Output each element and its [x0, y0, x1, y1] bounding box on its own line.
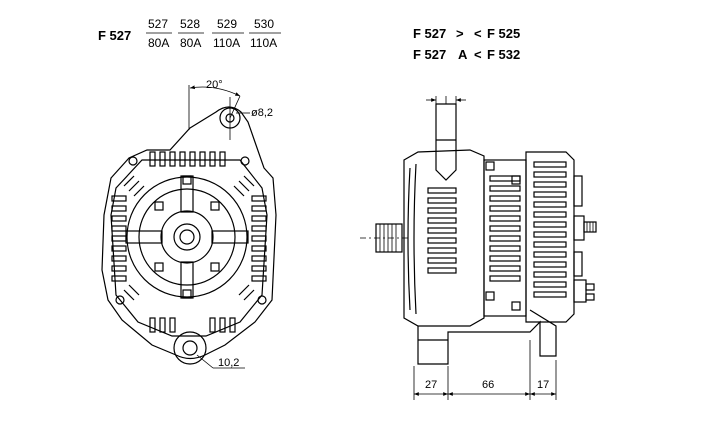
variant-2: 528 80A	[178, 17, 204, 50]
corner-fins	[123, 175, 255, 301]
front-housing	[403, 149, 485, 327]
rear-housing	[525, 151, 575, 323]
width-dimensions: 27 66 17	[413, 340, 557, 400]
hub-bore	[173, 223, 201, 251]
compare-mid: <	[474, 47, 482, 62]
corner-bolt	[240, 156, 250, 166]
bottom-bracket	[417, 309, 557, 365]
rear-terminals	[573, 175, 597, 303]
hub-mid-ring	[138, 188, 236, 286]
model-title: F 527	[98, 28, 131, 43]
variant-3: 529 110A	[212, 17, 244, 50]
width-label-1: 27	[425, 379, 437, 391]
bottom-hole	[182, 340, 198, 356]
compare-row-1: F 527 > < F 525	[413, 26, 520, 41]
corner-bolt	[128, 156, 138, 166]
variant-4: 530 110A	[249, 17, 281, 50]
compare-right: F 532	[487, 47, 520, 62]
angle-dimension: 20°	[188, 79, 241, 130]
compare-left: F 527	[413, 47, 446, 62]
compare-right: F 525	[487, 26, 520, 41]
variant-amps: 80A	[148, 36, 169, 50]
header-left: F 527 527 80A 528 80A 529 110A 530 110A	[98, 17, 281, 50]
variant-code: 528	[180, 17, 200, 31]
bottom-fins	[149, 317, 236, 333]
hub-outer-ring	[126, 176, 248, 298]
header-right: F 527 > < F 525 F 527 A < F 532	[413, 26, 520, 62]
top-bracket	[435, 103, 457, 181]
bottom-hole-dimension: 10,2	[196, 354, 245, 369]
width-label-2: 66	[482, 379, 494, 391]
variant-amps: 110A	[250, 36, 277, 50]
hole-label: ø8,2	[251, 107, 273, 119]
stator-fins	[489, 175, 521, 282]
bottom-hole-label: 10,2	[218, 357, 239, 369]
variant-code: 529	[217, 17, 237, 31]
variant-code: 527	[148, 17, 168, 31]
variant-code: 530	[254, 17, 274, 31]
front-view: 20° ø8,2 10,2	[101, 79, 277, 369]
angle-label: 20°	[206, 79, 223, 91]
compare-left: F 527	[413, 26, 446, 41]
hub-bolts	[154, 175, 220, 299]
housing-frame	[110, 159, 268, 337]
corner-bolt	[257, 295, 267, 305]
hub-center	[179, 229, 195, 245]
compare-mid: <	[474, 26, 482, 41]
left-fins	[111, 195, 127, 282]
variant-1: 527 80A	[146, 17, 172, 50]
housing-outline	[101, 106, 277, 360]
hub-inner-ring	[160, 210, 214, 264]
front-fins	[427, 187, 457, 274]
compare-symbol: A	[458, 47, 468, 62]
compare-row-2: F 527 A < F 532	[413, 47, 520, 62]
right-fins	[251, 195, 267, 282]
top-fins	[149, 151, 226, 167]
compare-symbol: >	[456, 26, 464, 41]
hole-dimension: ø8,2	[236, 107, 273, 119]
corner-bolt	[115, 295, 125, 305]
front-housing-ribs	[407, 163, 417, 315]
variant-amps: 110A	[213, 36, 240, 50]
rear-fins	[533, 161, 567, 298]
side-view: 27 66 17	[360, 96, 597, 400]
variant-amps: 80A	[180, 36, 201, 50]
width-label-3: 17	[537, 379, 549, 391]
bottom-boss	[173, 331, 207, 365]
stator-bolts	[485, 161, 521, 311]
